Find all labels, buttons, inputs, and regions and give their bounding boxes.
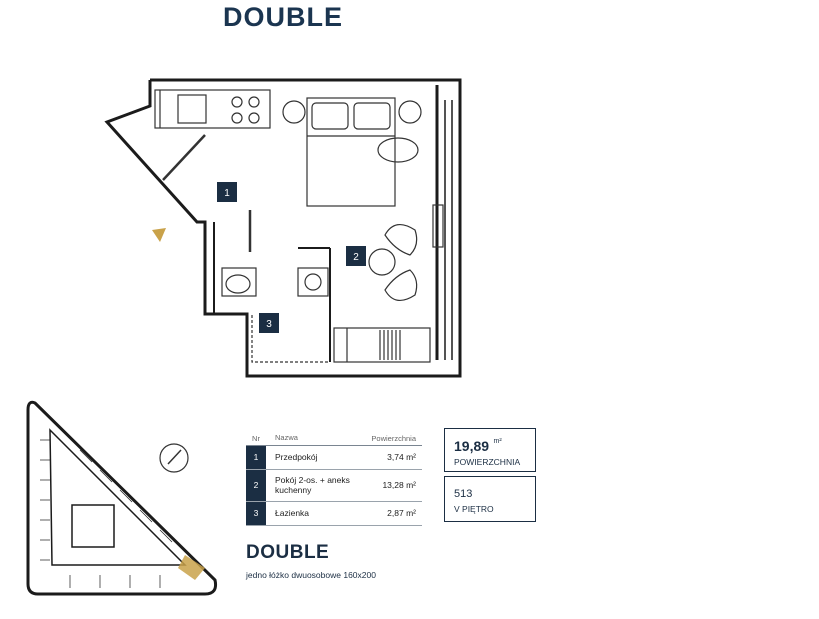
area-unit: m² xyxy=(493,438,502,445)
area-value: 19,89 xyxy=(454,438,490,454)
armchairs xyxy=(368,224,418,301)
row-area: 2,87 m² xyxy=(387,508,416,518)
table-row: 3 Łazienka 2,87 m² xyxy=(246,501,422,525)
wardrobe xyxy=(333,327,431,363)
room-label-1: 1 xyxy=(217,182,237,202)
svg-text:2: 2 xyxy=(353,252,359,263)
site-plan xyxy=(26,400,217,596)
apartment-type-title: DOUBLE xyxy=(246,542,330,563)
area-label: POWIERZCHNIA xyxy=(454,457,521,467)
header-area: Powierzchnia xyxy=(371,433,416,443)
bathroom-fixtures xyxy=(221,267,330,363)
table-header: Nr Nazwa Powierzchnia xyxy=(246,431,422,445)
walls xyxy=(104,78,462,378)
entrance-arrow-icon xyxy=(152,228,166,242)
row-name: Pokój 2-os. + aneks kuchenny xyxy=(266,469,363,501)
table-row: 1 Przedpokój 3,74 m² xyxy=(246,445,422,469)
row-area: 13,28 m² xyxy=(382,480,416,490)
floor-label: V PIĘTRO xyxy=(454,504,494,514)
doors xyxy=(162,134,444,252)
floor-plan: 1 2 3 xyxy=(104,78,462,378)
row-name: Przedpokój xyxy=(275,452,318,462)
kitchen-counter xyxy=(154,89,271,129)
room-label-3: 3 xyxy=(259,313,279,333)
row-name-line2: kuchenny xyxy=(275,485,312,495)
apartment-description: jedno łóżko dwuosobowe 160x200 xyxy=(246,570,376,580)
row-nr: 1 xyxy=(246,445,266,469)
row-name: Łazienka xyxy=(275,508,310,518)
table-row: 2 Pokój 2-os. + aneks kuchenny 13,28 m² xyxy=(246,469,422,501)
page-title: DOUBLE xyxy=(223,2,343,32)
room-table: Nr Nazwa Powierzchnia 1 Przedpokój 3,74 … xyxy=(246,431,422,526)
unit-number: 513 xyxy=(454,488,473,500)
svg-text:3: 3 xyxy=(266,319,272,330)
svg-text:1: 1 xyxy=(224,188,230,199)
building-outline xyxy=(26,400,217,596)
room-label-2: 2 xyxy=(346,246,366,266)
row-nr: 2 xyxy=(246,469,266,501)
area-summary-box: 19,89 m² POWIERZCHNIA xyxy=(444,428,536,472)
compass-icon xyxy=(159,443,189,473)
header-nr: Nr xyxy=(252,433,260,443)
row-name-line1: Pokój 2-os. + aneks xyxy=(275,475,350,485)
unit-location-marker xyxy=(178,555,205,580)
bed xyxy=(282,97,422,207)
header-name: Nazwa xyxy=(275,433,298,443)
row-area: 3,74 m² xyxy=(387,452,416,462)
unit-summary-box: 513 V PIĘTRO xyxy=(444,476,536,522)
row-nr: 3 xyxy=(246,501,266,525)
